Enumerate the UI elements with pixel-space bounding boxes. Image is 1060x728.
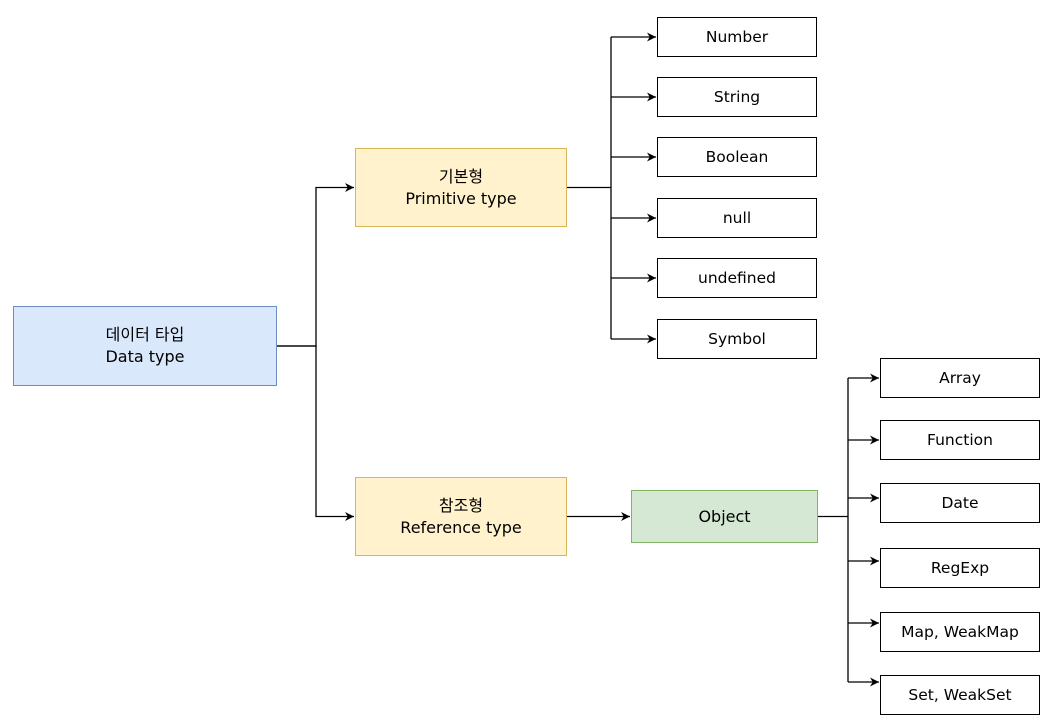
data-type-korean-label: 데이터 타입	[105, 325, 185, 345]
data-type-english-label: Data type	[105, 347, 185, 366]
data-type-node: 데이터 타입 Data type	[13, 306, 277, 386]
array-node: Array	[880, 358, 1040, 398]
map-weakmap-node: Map, WeakMap	[880, 612, 1040, 652]
edge-root-reference	[277, 345, 354, 521]
set-weakset-node: Set, WeakSet	[880, 675, 1040, 715]
reference-type-english-label: Reference type	[400, 517, 522, 537]
undefined-node: undefined	[657, 258, 817, 298]
object-node: Object	[631, 490, 818, 543]
number-node: Number	[657, 17, 817, 57]
reference-type-node: 참조형 Reference type	[355, 477, 567, 556]
regexp-node: RegExp	[880, 548, 1040, 588]
boolean-node: Boolean	[657, 137, 817, 177]
primitive-type-english-label: Primitive type	[405, 188, 517, 208]
object-label: Object	[698, 506, 751, 526]
edge-root-primitive	[277, 183, 354, 347]
function-node: Function	[880, 420, 1040, 460]
date-node: Date	[880, 483, 1040, 523]
primitive-type-korean-label: 기본형	[438, 166, 484, 186]
null-node: null	[657, 198, 817, 238]
symbol-node: Symbol	[657, 319, 817, 359]
reference-type-korean-label: 참조형	[438, 495, 484, 515]
string-node: String	[657, 77, 817, 117]
primitive-type-node: 기본형 Primitive type	[355, 148, 567, 227]
